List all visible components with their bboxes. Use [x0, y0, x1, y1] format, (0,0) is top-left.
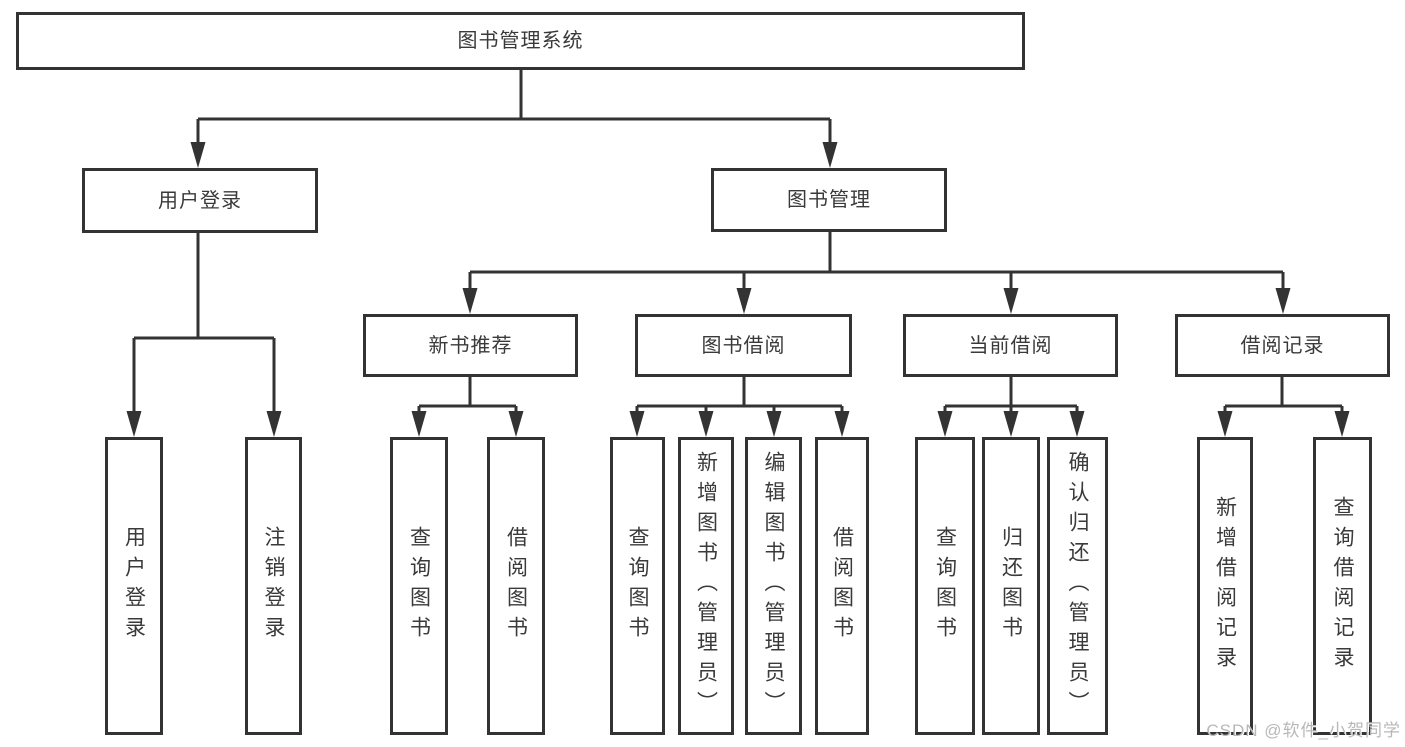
connector-line — [132, 233, 276, 413]
watermark: CSDN @软件_小贺同学 — [1206, 721, 1401, 740]
arrowhead-icon — [462, 288, 478, 314]
connector-current-borrow-split — [937, 377, 1085, 437]
arrowhead-icon — [1003, 411, 1019, 437]
leaf-confirm-return-admin: 确认归还（管理员） — [1047, 437, 1108, 735]
leaf-edit-books-admin-label: 编辑图书（管理员） — [762, 451, 785, 721]
arrowhead-icon — [266, 411, 282, 437]
leaf-return-books-label: 归还图书 — [999, 526, 1023, 646]
arrowhead-icon — [1069, 411, 1085, 437]
arrowhead-icon — [1275, 288, 1291, 314]
node-book-borrowing: 图书借阅 — [635, 314, 852, 377]
leaf-logout-label: 注销登录 — [262, 526, 285, 646]
arrowhead-icon — [698, 411, 714, 437]
arrowhead-icon — [766, 411, 782, 437]
connector-book-borrowing-split — [629, 377, 850, 437]
leaf-user-login-label: 用户登录 — [122, 526, 146, 646]
arrowhead-icon — [834, 411, 850, 437]
connector-line — [943, 377, 1079, 413]
node-borrowing-records: 借阅记录 — [1175, 314, 1390, 377]
node-book-borrowing-label: 图书借阅 — [701, 334, 786, 357]
arrowhead-icon — [822, 142, 838, 168]
connector-new-book-split — [411, 377, 524, 437]
leaf-borrow-books-borrowing: 借阅图书 — [815, 437, 869, 735]
leaf-logout: 注销登录 — [245, 437, 302, 735]
connector-line — [196, 70, 832, 144]
node-user-login: 用户登录 — [82, 168, 318, 233]
node-book-management-label: 图书管理 — [787, 189, 871, 211]
connector-book-management-split — [462, 232, 1291, 314]
connector-borrow-record-split — [1217, 377, 1350, 437]
arrowhead-icon — [508, 411, 524, 437]
node-root: 图书管理系统 — [16, 12, 1025, 70]
leaf-add-borrow-record-label: 新增借阅记录 — [1213, 496, 1237, 676]
leaf-query-borrow-record-label: 查询借阅记录 — [1331, 496, 1354, 676]
leaf-return-books: 归还图书 — [982, 437, 1040, 735]
arrowhead-icon — [1217, 411, 1233, 437]
leaf-add-borrow-record: 新增借阅记录 — [1197, 437, 1253, 735]
leaf-query-books-recommend-label: 查询图书 — [407, 526, 431, 646]
arrowhead-icon — [411, 411, 427, 437]
arrowhead-icon — [1003, 288, 1019, 314]
arrowhead-icon — [1334, 411, 1350, 437]
leaf-query-books-recommend: 查询图书 — [390, 437, 448, 735]
connector-line — [417, 377, 518, 413]
node-borrowing-records-label: 借阅记录 — [1240, 334, 1325, 357]
leaf-borrow-books-recommend-label: 借阅图书 — [504, 526, 528, 646]
node-current-borrowing-label: 当前借阅 — [968, 334, 1053, 357]
leaf-query-books-borrowing-label: 查询图书 — [626, 526, 649, 646]
leaf-user-login: 用户登录 — [105, 437, 163, 735]
leaf-borrow-books-recommend: 借阅图书 — [487, 437, 545, 735]
leaf-edit-books-admin: 编辑图书（管理员） — [745, 437, 802, 735]
arrowhead-icon — [937, 411, 953, 437]
leaf-confirm-return-admin-label: 确认归还（管理员） — [1066, 451, 1089, 721]
arrowhead-icon — [190, 142, 206, 168]
node-root-label: 图书管理系统 — [457, 30, 584, 52]
leaf-query-books-current-label: 查询图书 — [933, 526, 957, 646]
node-new-book-recommend: 新书推荐 — [363, 314, 578, 377]
connector-line — [468, 232, 1285, 290]
connector-root-split — [190, 70, 838, 168]
connector-line — [1223, 377, 1344, 413]
node-user-login-label: 用户登录 — [158, 189, 242, 212]
leaf-add-books-admin: 新增图书（管理员） — [678, 437, 734, 735]
node-book-management: 图书管理 — [711, 168, 947, 232]
arrowhead-icon — [126, 411, 142, 437]
node-current-borrowing: 当前借阅 — [903, 314, 1118, 377]
leaf-query-books-borrowing: 查询图书 — [610, 437, 665, 735]
connector-user-login-split — [126, 233, 282, 437]
connector-line — [635, 377, 844, 413]
leaf-query-borrow-record: 查询借阅记录 — [1313, 437, 1372, 735]
arrowhead-icon — [736, 288, 752, 314]
leaf-borrow-books-borrowing-label: 借阅图书 — [830, 526, 854, 646]
arrowhead-icon — [629, 411, 645, 437]
leaf-add-books-admin-label: 新增图书（管理员） — [694, 451, 718, 721]
node-new-book-recommend-label: 新书推荐 — [428, 334, 513, 357]
leaf-query-books-current: 查询图书 — [915, 437, 975, 735]
